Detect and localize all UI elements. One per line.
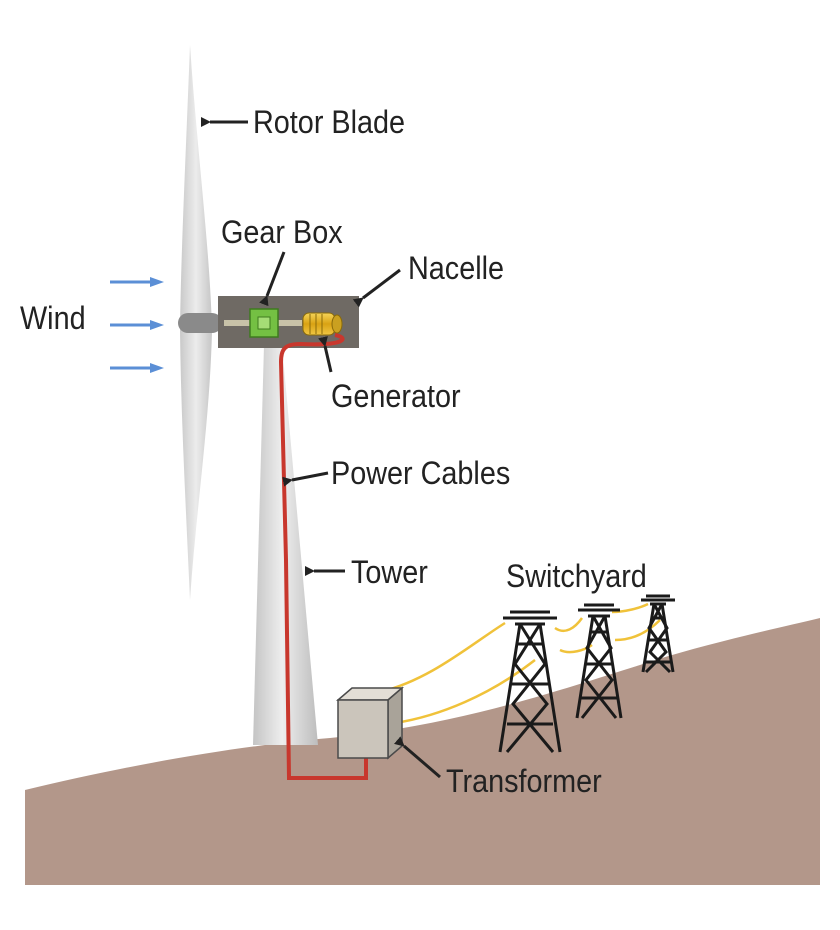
wind-arrows xyxy=(110,277,164,373)
transformer xyxy=(335,686,405,760)
generator-label: Generator xyxy=(331,379,461,415)
generator-arrow xyxy=(318,336,333,373)
nacelle-label: Nacelle xyxy=(408,251,504,287)
transformer-label: Transformer xyxy=(446,764,602,800)
nacelle-arrow xyxy=(352,268,401,308)
leader-arrows xyxy=(201,117,441,779)
switchyard-label: Switchyard xyxy=(506,559,647,595)
switchyard-tower-2 xyxy=(575,603,623,719)
switchyard-tower-1 xyxy=(498,610,562,753)
transformer-arrow xyxy=(393,736,441,779)
hub xyxy=(178,313,222,333)
power-cable xyxy=(278,333,368,780)
power-cables-arrow xyxy=(282,471,329,487)
generator xyxy=(302,312,343,336)
tower-label: Tower xyxy=(351,555,428,591)
rotor-blade-label: Rotor Blade xyxy=(253,105,405,141)
gear-box-arrow xyxy=(259,251,286,307)
gear-box xyxy=(249,308,279,338)
ground-hill xyxy=(25,618,820,885)
switchyard-tower-3 xyxy=(641,594,675,674)
gear-box-label: Gear Box xyxy=(221,215,343,251)
power-cables-label: Power Cables xyxy=(331,456,510,492)
wind-label: Wind xyxy=(20,301,86,337)
